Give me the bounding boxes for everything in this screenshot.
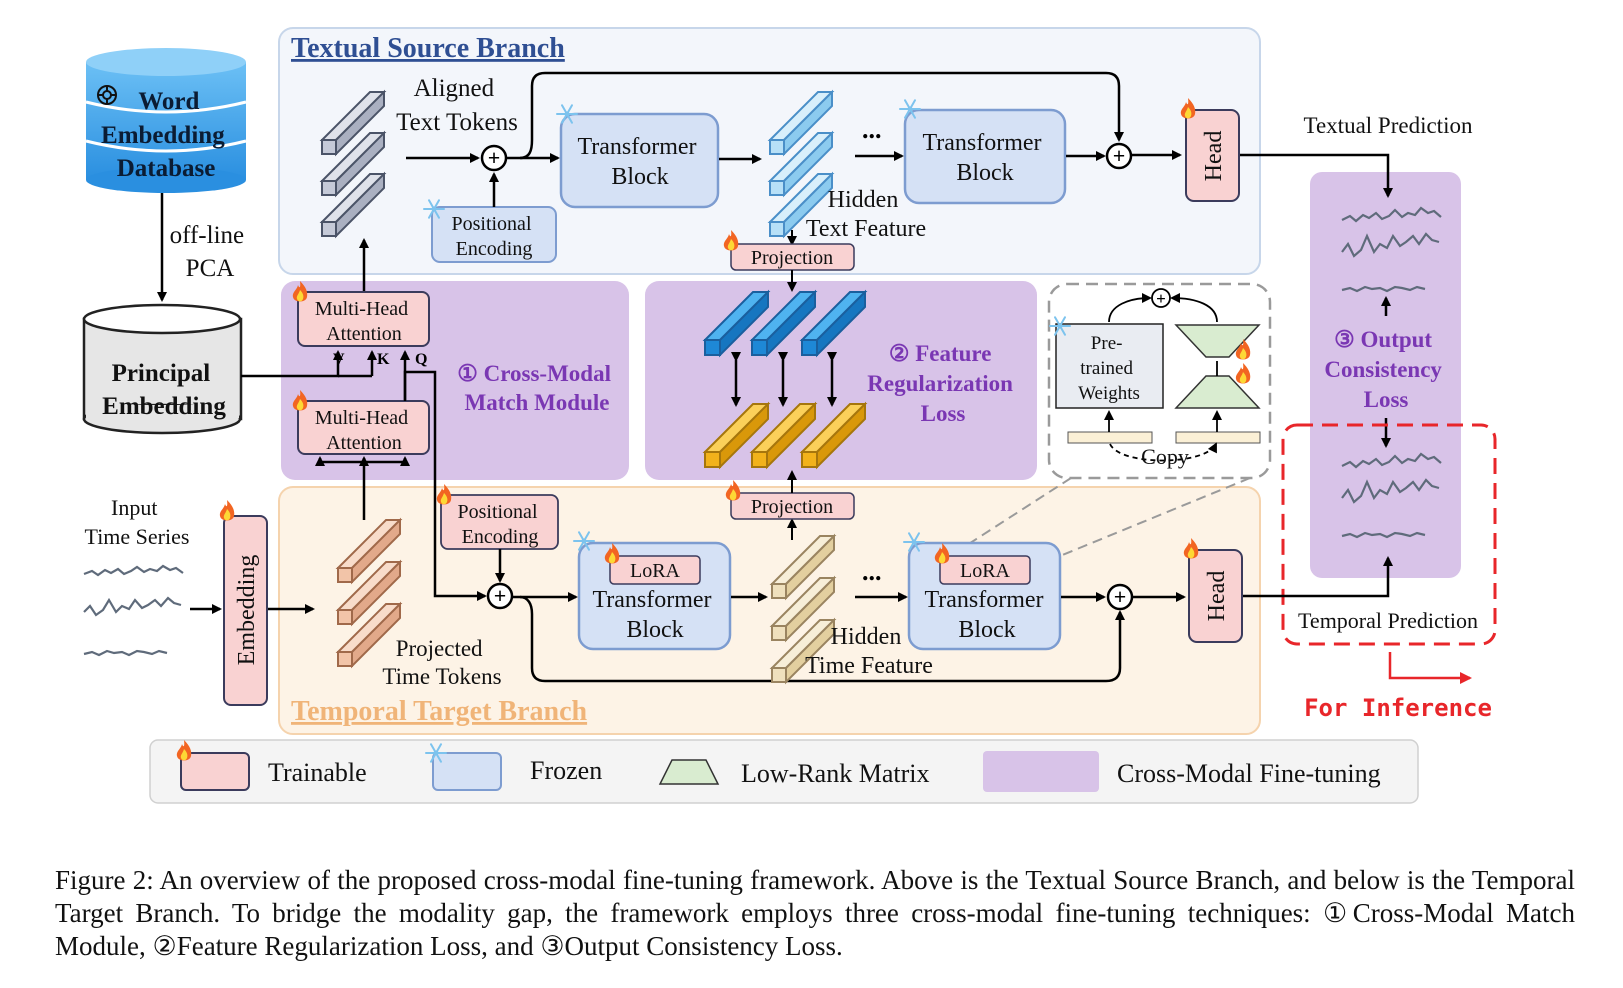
legend-cross-modal-swatch [983, 751, 1099, 792]
framework-diagram: Textual Source Branch Temporal Target Br… [82, 27, 1497, 804]
svg-text:+: + [1113, 143, 1126, 168]
svg-text:Positional Encoding: Positional Encoding [451, 213, 536, 260]
svg-text:Projection: Projection [751, 247, 833, 269]
copy-label: Copy [1141, 444, 1189, 469]
legend-frozen-label: Frozen [530, 756, 602, 785]
svg-text:Projection: Projection [751, 496, 833, 518]
legend-low-rank-label: Low-Rank Matrix [741, 759, 929, 788]
svg-text:Multi-Head Attention: Multi-Head Attention [315, 298, 413, 345]
multi-head-attention-bottom [297, 400, 430, 455]
hidden-time-feature [769, 533, 837, 685]
temporal-prediction-label: Temporal Prediction [1298, 608, 1478, 633]
output-module-label: ③ Output Consistency Loss [1324, 327, 1447, 412]
hidden-time-label: Hidden Time Feature [805, 624, 933, 679]
textual-prediction-label: Textual Prediction [1304, 113, 1473, 138]
svg-text:Pre- trained Weights: Pre- trained Weights [1078, 333, 1140, 404]
q-label: Q [415, 351, 427, 368]
text-transformer-block-2 [903, 108, 1067, 205]
svg-text:Embedding: Embedding [234, 555, 260, 666]
projected-tokens-label: Projected Time Tokens [382, 636, 501, 689]
legend-low-rank-swatch [658, 759, 720, 785]
embedding-layer [223, 515, 268, 706]
for-inference-label: For Inference [1304, 694, 1492, 722]
input-time-series [83, 564, 184, 657]
svg-text:+: + [1156, 289, 1166, 308]
hidden-text-label: Hidden Text Feature [806, 187, 926, 242]
text-ellipsis: ... [862, 115, 882, 144]
svg-text:+: + [1114, 584, 1127, 609]
lora-tag-1 [609, 555, 701, 585]
text-feature-blue-tokens [702, 289, 868, 358]
svg-text:Multi-Head Attention: Multi-Head Attention [315, 407, 413, 454]
time-feature-yellow-tokens [702, 401, 868, 470]
svg-text:Transformer Block: Transformer Block [592, 587, 717, 643]
pretrained-weights-box [1055, 323, 1164, 409]
svg-text:Head: Head [1204, 571, 1230, 622]
low-rank-matrix-b [1174, 375, 1261, 409]
svg-text:+: + [494, 583, 507, 608]
time-ellipsis: ... [862, 557, 882, 586]
svg-text:+: + [488, 145, 501, 170]
projected-time-tokens [335, 517, 403, 669]
svg-text:Head: Head [1201, 131, 1227, 182]
multi-head-attention-top [297, 291, 430, 347]
text-transformer-block-1 [559, 112, 720, 209]
pca-label: off-line PCA [170, 222, 251, 282]
match-module-label: ① Cross-Modal Match Module [457, 361, 616, 415]
aligned-text-tokens [319, 89, 387, 239]
feature-module-label: ② Feature Regularization Loss [867, 341, 1018, 426]
time-head [1188, 549, 1243, 643]
svg-text:Transformer Block: Transformer Block [577, 134, 702, 190]
inference-box [1281, 423, 1497, 646]
legend-frozen-swatch [432, 752, 502, 791]
figure-caption: Figure 2: An overview of the proposed cr… [55, 865, 1575, 961]
legend-trainable-swatch [180, 752, 250, 791]
v-label: V [333, 351, 345, 368]
textual-prediction-series [1341, 206, 1442, 293]
input-time-series-label: Input Time Series [85, 495, 190, 549]
trainable-icon [219, 500, 235, 521]
k-label: K [377, 351, 390, 368]
principal-embedding-database: Principal Embedding [82, 303, 243, 435]
aligned-tokens-label: Aligned Text Tokens [396, 75, 518, 136]
word-embedding-database: Word Embedding Database [85, 48, 247, 193]
temporal-branch-title: Temporal Target Branch [291, 696, 588, 727]
textual-branch-title: Textual Source Branch [291, 33, 565, 64]
svg-text:Transformer Block: Transformer Block [922, 130, 1047, 186]
text-head [1185, 109, 1240, 202]
svg-text:LoRA: LoRA [960, 560, 1011, 582]
svg-text:Principal Embedding: Principal Embedding [102, 360, 226, 420]
legend-cross-modal-label: Cross-Modal Fine-tuning [1117, 759, 1381, 788]
svg-text:Transformer Block: Transformer Block [924, 587, 1049, 643]
temporal-prediction-series [1341, 452, 1442, 539]
legend-trainable-label: Trainable [268, 758, 367, 787]
lora-tag-2 [939, 555, 1031, 585]
output-module-panel [1310, 172, 1461, 578]
hidden-text-feature [767, 89, 835, 239]
trainable-icon [725, 480, 741, 501]
svg-text:LoRA: LoRA [630, 560, 681, 582]
openai-icon [97, 85, 117, 105]
low-rank-matrix-a [1174, 324, 1261, 358]
svg-text:Word Embedding Dat: Word Embedding Database [101, 88, 231, 182]
svg-text:Positional Encoding: Positional Encoding [457, 501, 542, 548]
